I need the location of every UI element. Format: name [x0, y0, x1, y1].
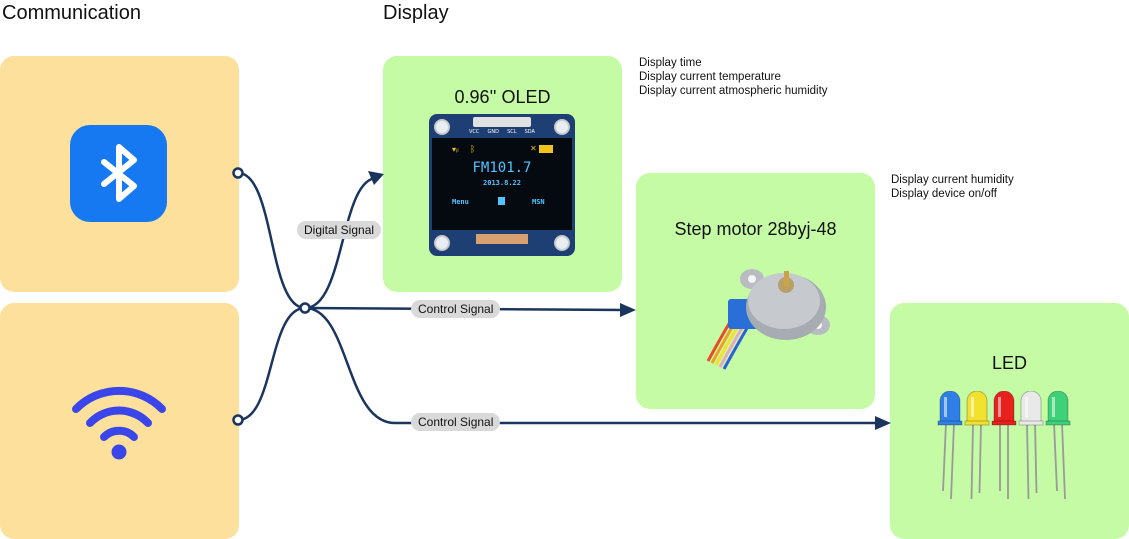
arrowhead	[875, 416, 891, 430]
motor-card: Step motor 28byj-48	[636, 173, 875, 409]
oled-note: Display current temperature	[639, 71, 781, 83]
oled-notes: Display time Display current temperature…	[639, 56, 828, 98]
wifi-icon	[70, 381, 168, 461]
oled-module: VCC GND SCL SDA ▾ᵢₗ ᛒ ✕ FM101.7 2013.8.2…	[429, 114, 575, 256]
oled-note: Display current atmospheric humidity	[639, 85, 828, 97]
battery-icon	[539, 145, 553, 153]
pin-label: SDA	[524, 129, 535, 135]
led-bulb	[964, 391, 990, 500]
led-bulb	[1045, 391, 1071, 500]
oled-title: 0.96'' OLED	[454, 87, 551, 107]
pin-header	[473, 117, 531, 127]
led-card: LED	[890, 303, 1129, 539]
oled-note: Display time	[639, 57, 702, 69]
mute-icon: ✕	[530, 144, 537, 153]
wifi-card	[0, 303, 239, 539]
control-signal-label-1: Control Signal	[411, 300, 501, 318]
step-motor-image	[706, 269, 830, 370]
bluetooth-icon	[70, 125, 167, 222]
motor-title: Step motor 28byj-48	[674, 219, 837, 239]
arrowhead	[620, 303, 636, 317]
led-bulb	[1018, 391, 1044, 500]
mount-hole	[434, 235, 450, 251]
connector-node	[232, 167, 244, 179]
pin-label: VCC	[469, 129, 480, 135]
oled-center-icon	[498, 197, 505, 205]
bluetooth-link	[237, 171, 306, 310]
led-title: LED	[991, 353, 1027, 373]
bluetooth-card	[0, 56, 239, 292]
digital-signal-line	[304, 176, 378, 310]
antenna-icon: ▾ᵢₗ	[452, 145, 459, 154]
mount-hole	[434, 119, 450, 135]
bluetooth-small-icon: ᛒ	[470, 144, 476, 154]
junction-node	[299, 302, 311, 314]
control-signal-label-2: Control Signal	[411, 413, 501, 431]
motor-notes: Display current humidity Display device …	[891, 173, 1014, 201]
pin-label: GND	[487, 129, 499, 135]
pin-labels: VCC GND SCL SDA	[469, 129, 535, 135]
mount-hole	[554, 119, 570, 135]
connector-node	[232, 414, 244, 426]
arrowhead	[368, 171, 384, 185]
oled-menu-text: Menu	[452, 198, 469, 206]
mount-hole	[554, 235, 570, 251]
oled-main-text: FM101.7	[472, 160, 532, 176]
motor-note: Display device on/off	[891, 188, 997, 200]
oled-screen: ▾ᵢₗ ᛒ ✕ FM101.7 2013.8.22 Menu MSN	[432, 138, 572, 230]
led-bulb	[991, 391, 1017, 499]
oled-card: 0.96'' OLED VCC GND SCL SDA ▾ᵢₗ ᛒ ✕ FM10…	[383, 56, 622, 292]
pin-label: SCL	[507, 129, 517, 135]
control-signal-line-2	[304, 306, 882, 425]
led-bulb	[937, 391, 963, 500]
ribbon-cable	[476, 234, 528, 244]
display-heading: Display	[383, 2, 449, 24]
communication-heading: Communication	[2, 2, 141, 24]
motor-note: Display current humidity	[891, 174, 1014, 186]
digital-signal-label: Digital Signal	[297, 221, 382, 239]
led-image	[937, 391, 1071, 500]
oled-msn-text: MSN	[532, 198, 545, 206]
wifi-link	[237, 306, 306, 422]
oled-date-text: 2013.8.22	[483, 179, 521, 187]
